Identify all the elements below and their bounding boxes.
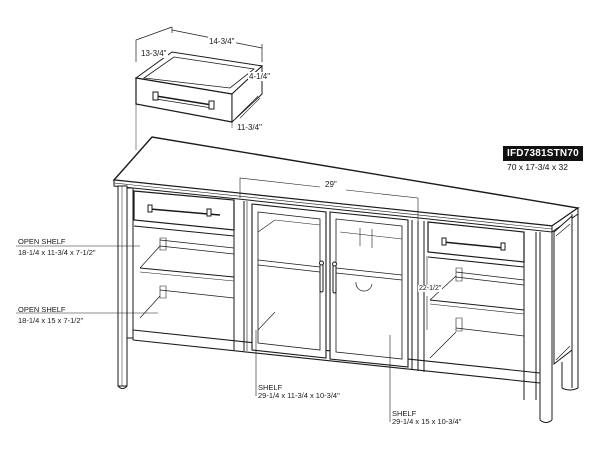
callout-dims: 29-1/4 x 15 x 10-3/4": [392, 417, 462, 426]
callout-title: SHELF: [258, 383, 283, 392]
callout-open-shelf-upper: OPEN SHELF 18-1/4 x 11-3/4 x 7-1/2": [18, 238, 96, 257]
drawer-interior-depth-label: 11-3/4": [236, 123, 263, 132]
center-height-label: 22-1/2": [418, 285, 443, 292]
drawer-width-label: 14-3/4": [208, 37, 236, 46]
drawer-height-label: 4-1/4": [248, 72, 272, 81]
model-number-badge: IFD7381STN70: [503, 146, 583, 161]
callout-dims: 18-1/4 x 11-3/4 x 7-1/2": [18, 248, 96, 257]
callout-title: OPEN SHELF: [18, 237, 66, 246]
overall-dimensions: 70 x 17-3/4 x 32: [507, 162, 568, 172]
tv-stand-drawing: [114, 137, 578, 423]
callout-dims: 18-1/4 x 15 x 7-1/2": [18, 316, 84, 325]
drawer-detail-drawing: [136, 27, 262, 150]
callout-title: OPEN SHELF: [18, 305, 66, 314]
center-width-label: 29": [324, 180, 338, 189]
callout-shelf-left: SHELF 29-1/4 x 11-3/4 x 10-3/4": [258, 384, 340, 400]
callout-open-shelf-lower: OPEN SHELF 18-1/4 x 15 x 7-1/2": [18, 306, 83, 325]
callout-title: SHELF: [392, 409, 417, 418]
callout-dims: 29-1/4 x 11-3/4 x 10-3/4": [258, 391, 340, 400]
callout-shelf-right: SHELF 29-1/4 x 15 x 10-3/4": [392, 410, 461, 426]
dimension-lines: [16, 178, 427, 422]
drawer-depth-label: 13-3/4": [140, 49, 168, 58]
